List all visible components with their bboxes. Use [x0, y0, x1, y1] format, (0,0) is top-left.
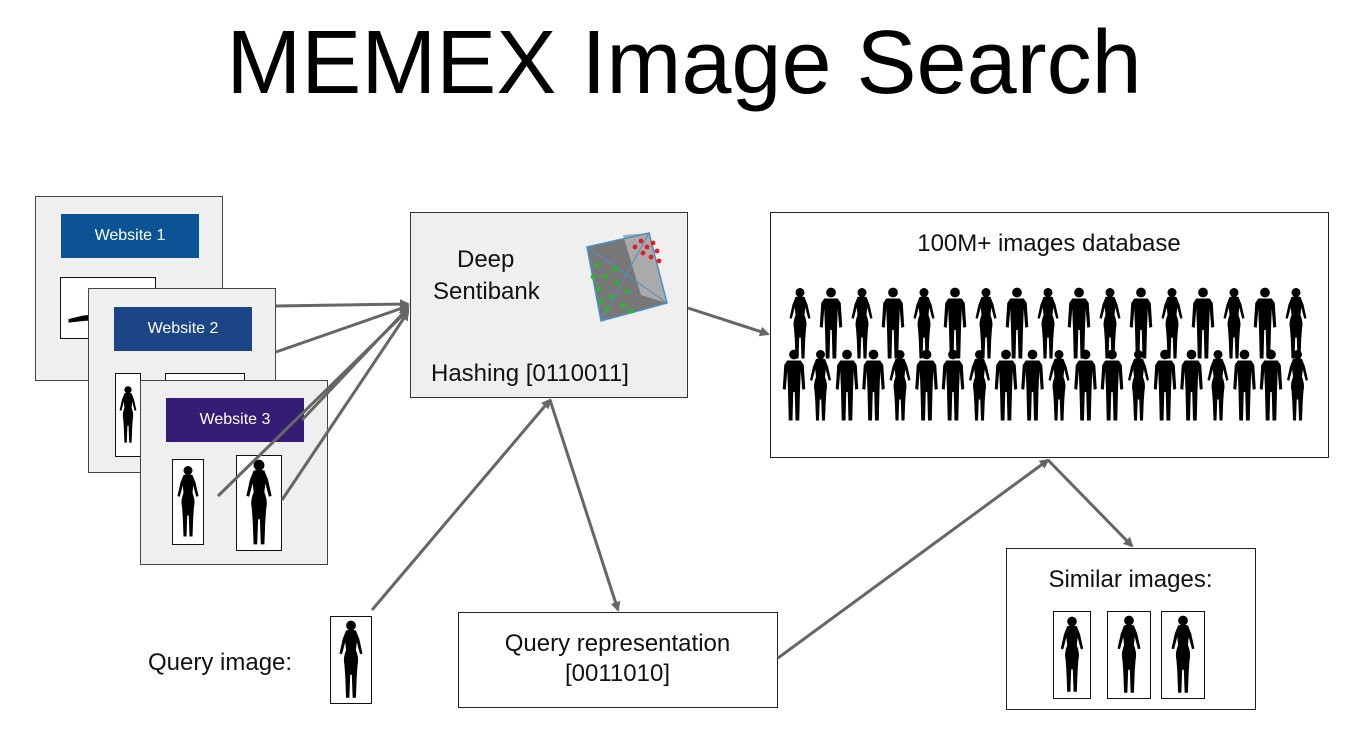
- arrow-hashing-to-query-repr: [548, 399, 621, 612]
- arrow-website3-img-b-to-hashing: [280, 310, 410, 501]
- arrow-database-to-similar: [1046, 458, 1134, 548]
- arrow-website2-to-hashing-b: [275, 303, 410, 354]
- hashing-label: Hashing [0110011]: [431, 360, 629, 387]
- similar-images-title: Similar images:: [1048, 566, 1213, 593]
- website-3-image-a: [172, 459, 204, 545]
- arrow-query-to-hashing: [370, 398, 552, 611]
- query-image-label: Query image:: [148, 649, 293, 676]
- similar-image-3: [1161, 611, 1205, 699]
- hashing-title-line1: Deep: [457, 246, 515, 273]
- website-1-badge: Website 1: [61, 214, 199, 258]
- hashing-title-line2: Sentibank: [433, 278, 540, 305]
- query-image: [330, 616, 372, 704]
- arrow-website3-img-a-to-hashing: [216, 308, 410, 498]
- query-representation-box: Query representation [0011010]: [458, 612, 778, 708]
- page-title: MEMEX Image Search: [226, 13, 1142, 113]
- feature-cube-icon: [586, 232, 668, 322]
- arrow-hashing-to-database: [687, 306, 770, 337]
- similar-image-2: [1107, 611, 1151, 699]
- database-title: 100M+ images database: [917, 230, 1181, 257]
- arrow-query-repr-to-database: [777, 458, 1050, 660]
- similar-images-box: Similar images:: [1006, 548, 1256, 710]
- similar-image-1: [1053, 611, 1091, 699]
- arrow-website2-to-hashing: [275, 299, 410, 310]
- website-2-badge: Website 2: [114, 307, 252, 351]
- hashing-box: Deep Sentibank Hashing [0110011]: [410, 212, 688, 398]
- database-box: 100M+ images database: [770, 212, 1329, 458]
- query-representation-line1: Query representation: [504, 630, 731, 657]
- query-representation-line2: [0011010]: [565, 660, 670, 687]
